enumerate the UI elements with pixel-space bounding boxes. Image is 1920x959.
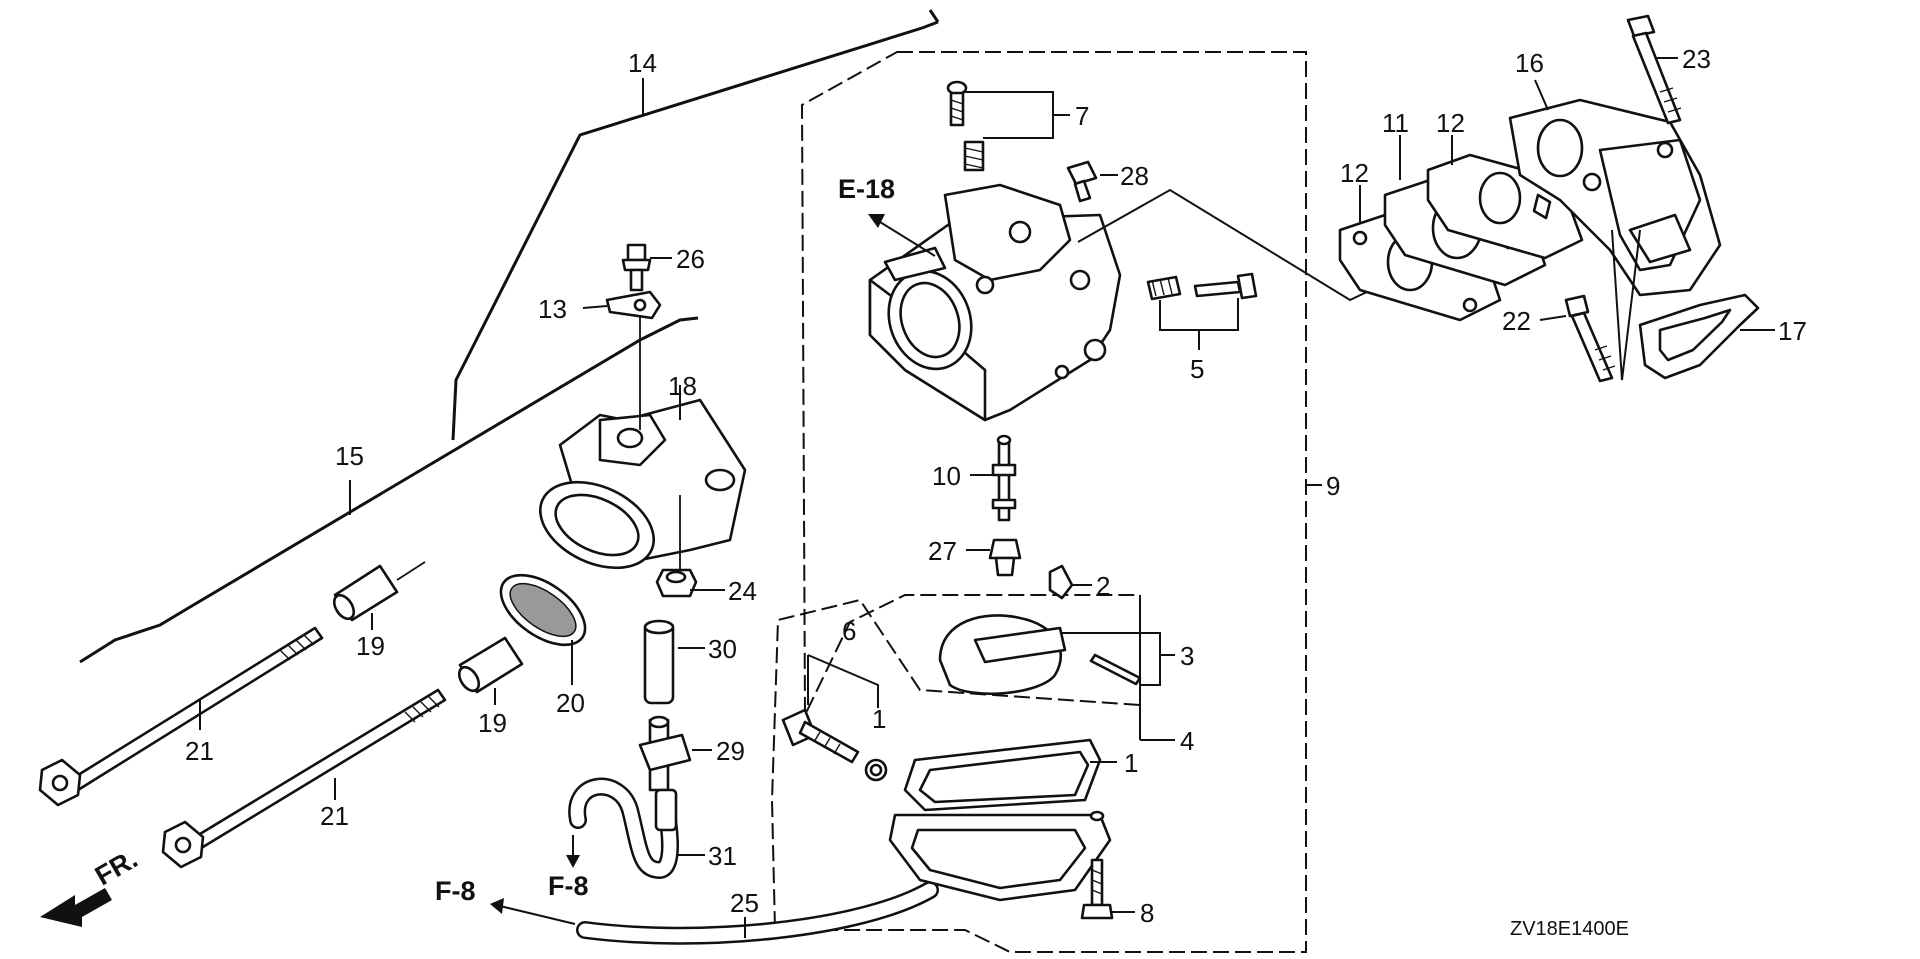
leader-4 [1139, 595, 1175, 741]
callout-22: 22 [1502, 306, 1531, 336]
screw-28 [1066, 160, 1098, 203]
leader-22 [1539, 315, 1567, 321]
callout-8: 8 [1140, 898, 1154, 928]
callout-2: 2 [1096, 571, 1110, 601]
drain-screw-6 [781, 708, 860, 764]
bolt-23 [1626, 14, 1682, 125]
washer-1 [864, 758, 888, 782]
callout-29: 29 [716, 736, 745, 766]
tee-joint-29 [638, 715, 692, 792]
callout-6: 6 [842, 616, 856, 646]
callout-9: 9 [1326, 471, 1340, 501]
pipe-30 [643, 619, 675, 705]
stud-bolt-21-lower [161, 688, 447, 869]
intake-manifold-16 [1508, 98, 1722, 297]
ref-e18: E-18 [838, 174, 895, 204]
callout-17: 17 [1778, 316, 1807, 346]
callout-24: 24 [728, 576, 757, 606]
ref-f8-left: F-8 [548, 871, 589, 901]
drawing-code: ZV18E1400E [1510, 918, 1629, 940]
intake-elbow-18 [538, 398, 747, 570]
callout-7: 7 [1075, 101, 1089, 131]
callout-14: 14 [628, 48, 657, 78]
leader-13 [582, 305, 608, 309]
collar-19-upper [332, 564, 399, 622]
leader-16 [1534, 79, 1549, 111]
callout-23: 23 [1682, 44, 1711, 74]
callout-4: 4 [1180, 726, 1194, 756]
callout-28: 28 [1120, 161, 1149, 191]
callout-21-lower: 21 [320, 801, 349, 831]
choke-rod-15 [79, 316, 699, 664]
callout-30: 30 [708, 634, 737, 664]
arrowhead-f8-left [566, 855, 580, 868]
callout-16: 16 [1515, 48, 1544, 78]
fuel-tube-25 [576, 881, 939, 945]
arrow-f8-bottom [499, 905, 576, 925]
bolt-22 [1564, 294, 1616, 383]
bolt-26 [621, 243, 652, 292]
front-label: FR. [90, 844, 143, 892]
carburetor-body [868, 183, 1122, 422]
callout-26: 26 [676, 244, 705, 274]
gasket-1-bowl [903, 738, 1102, 812]
leader-6 [807, 654, 879, 708]
callout-27: 27 [928, 536, 957, 566]
leader-e18 [879, 221, 936, 257]
front-direction-arrow [40, 888, 112, 927]
bracket-13 [605, 290, 662, 320]
leader-manifold-ref [1611, 229, 1641, 381]
callout-3: 3 [1180, 641, 1194, 671]
callout-19-upper: 19 [356, 631, 385, 661]
gasket-17 [1638, 293, 1760, 380]
arrowhead-f8-bottom [490, 898, 504, 914]
callout-20: 20 [556, 688, 585, 718]
float-3 [938, 614, 1142, 695]
float-bowl-4 [888, 810, 1112, 902]
callout-25: 25 [730, 888, 759, 918]
callout-12-rear: 12 [1436, 108, 1465, 138]
leader-7 [963, 91, 1070, 139]
pilot-screw-7 [946, 80, 968, 127]
spring-7 [963, 140, 985, 172]
callout-18: 18 [668, 371, 697, 401]
callout-21-upper: 21 [185, 736, 214, 766]
callout-5: 5 [1190, 354, 1204, 384]
center-line-19-upper [396, 561, 426, 581]
assembly-boundary-line [770, 51, 1307, 953]
throttle-rod-14 [451, 9, 940, 441]
leader-5 [1159, 298, 1239, 350]
fuel-tube-31 [568, 777, 679, 879]
collar-19-lower [457, 636, 524, 694]
screen-20 [499, 573, 587, 647]
callout-13: 13 [538, 294, 567, 324]
callout-19-lower: 19 [478, 708, 507, 738]
callout-1: 1 [872, 704, 886, 734]
callout-12-front: 12 [1340, 158, 1369, 188]
needle-jet-10 [991, 434, 1017, 522]
callout-31: 31 [708, 841, 737, 871]
main-jet-27 [988, 538, 1022, 577]
clip-2 [1048, 564, 1074, 600]
arrowhead-e18 [868, 214, 885, 228]
callout-1-gasket: 1 [1124, 748, 1138, 778]
bowl-screw-8 [1080, 858, 1114, 920]
nut-24 [655, 568, 698, 598]
callout-15: 15 [335, 441, 364, 471]
stud-bolt-21-upper [38, 626, 324, 807]
callout-11: 11 [1382, 108, 1409, 138]
callout-10: 10 [932, 461, 961, 491]
ref-f8-bottom: F-8 [435, 876, 476, 906]
leader-3 [1060, 632, 1175, 686]
throttle-stop-screw-5 [1146, 272, 1258, 301]
